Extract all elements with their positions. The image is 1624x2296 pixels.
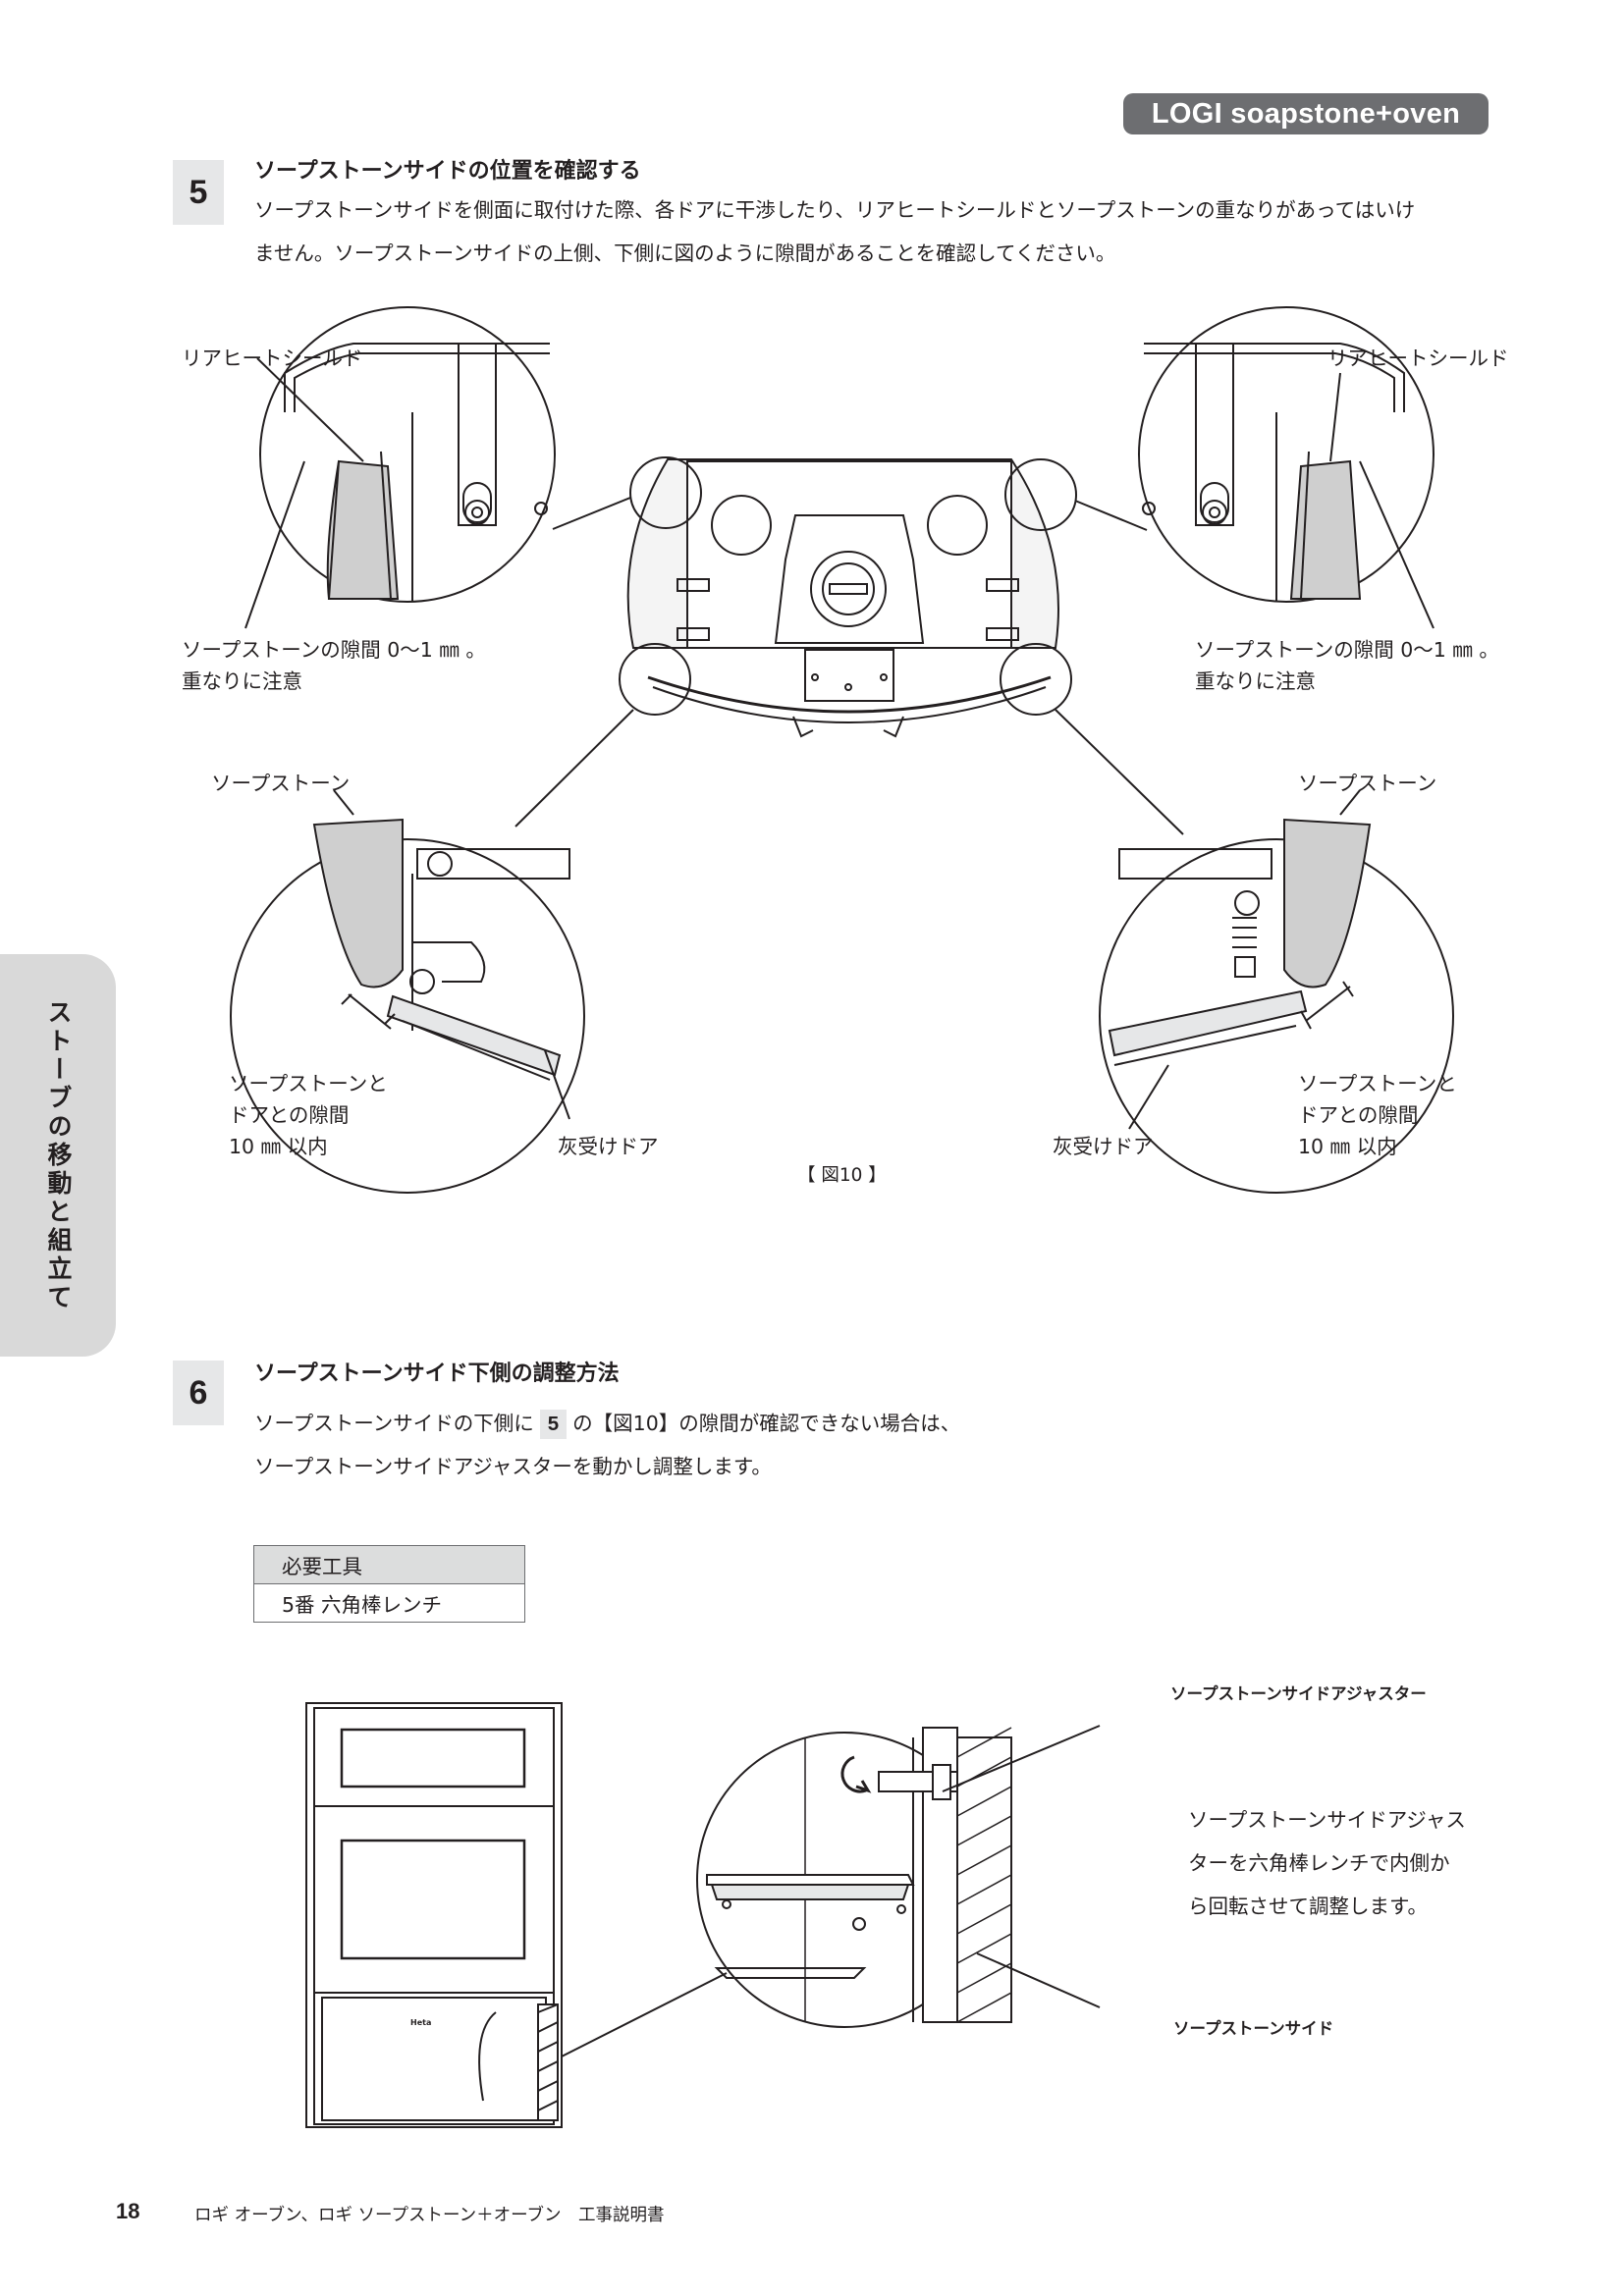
- step-6-line-1-before: ソープストーンサイドの下側に: [254, 1412, 534, 1435]
- label-door-gap-right-line-1: ソープストーンと: [1298, 1072, 1457, 1095]
- step-5-heading: ソープストーンサイドの位置を確認する: [254, 159, 641, 184]
- step-6-heading: ソープストーンサイド下側の調整方法: [254, 1362, 620, 1386]
- label-soapstone-right: ソープストーン: [1298, 772, 1437, 795]
- adjuster-description-line-3: ら回転させて調整します。: [1188, 1895, 1428, 1918]
- stove-front-view: [305, 1702, 728, 2128]
- stove-top-view: [626, 458, 1059, 738]
- label-rear-heat-shield-right: リアヒートシールド: [1327, 347, 1509, 370]
- adjuster-description: ソープストーンサイドアジャス ターを六角棒レンチで内側か ら回転させて調整します…: [1188, 1798, 1466, 1928]
- required-tools-table: 必要工具 5番 六角棒レンチ: [253, 1545, 525, 1623]
- label-gap-top-right-line-2: 重なりに注意: [1195, 669, 1316, 693]
- section-side-tab: ストーブの移動と組立て: [0, 954, 116, 1357]
- label-door-gap-left: ソープストーンと ドアとの隙間 10 ㎜ 以内: [229, 1068, 388, 1162]
- step-5-number: 5: [173, 160, 224, 225]
- label-door-gap-right-line-3: 10 ㎜ 以内: [1298, 1135, 1397, 1158]
- detail-top-right: [1138, 306, 1435, 629]
- figure-10-caption: 【 図10 】: [797, 1165, 887, 1186]
- detail-top-left: [244, 306, 556, 629]
- label-gap-top-right: ソープストーンの隙間 0〜1 ㎜ 。 重なりに注意: [1195, 634, 1499, 697]
- label-soapstone-side: ソープストーンサイド: [1173, 2019, 1334, 2038]
- stove-brand-label: Heta: [410, 2018, 431, 2027]
- label-door-gap-left-line-1: ソープストーンと: [229, 1072, 388, 1095]
- step-6-line-2: ソープストーンサイドアジャスターを動かし調整します。: [254, 1455, 772, 1478]
- step-6-line-1-after: の【図10】の隙間が確認できない場合は、: [572, 1412, 961, 1435]
- tools-table-item: 5番 六角棒レンチ: [253, 1583, 525, 1623]
- label-soapstone-left: ソープストーン: [211, 772, 351, 795]
- detail-bottom-right: [1099, 789, 1454, 1194]
- adjuster-description-line-2: ターを六角棒レンチで内側か: [1188, 1851, 1450, 1875]
- label-ash-door-right: 灰受けドア: [1053, 1135, 1154, 1158]
- step-5-line-2: ません。ソープストーンサイドの上側、下側に図のように隙間があることを確認してくだ…: [254, 241, 1116, 265]
- label-door-gap-left-line-3: 10 ㎜ 以内: [229, 1135, 328, 1158]
- adjuster-detail: [696, 1725, 1101, 2028]
- document-title: ロギ オーブン、ロギ ソープストーン＋オーブン 工事説明書: [194, 2206, 665, 2225]
- label-gap-top-left-line-2: 重なりに注意: [182, 669, 302, 693]
- detail-bottom-left: [230, 789, 585, 1194]
- label-door-gap-right-line-2: ドアとの隙間: [1298, 1103, 1419, 1127]
- label-gap-top-left: ソープストーンの隙間 0〜1 ㎜ 。 重なりに注意: [182, 634, 486, 697]
- tools-table-header: 必要工具: [253, 1545, 525, 1584]
- page-number: 18: [116, 2199, 140, 2223]
- step-6-number: 6: [173, 1361, 224, 1425]
- label-door-gap-right: ソープストーンと ドアとの隙間 10 ㎜ 以内: [1298, 1068, 1457, 1162]
- step-5-body: ソープストーンサイドを側面に取付けた際、各ドアに干渉したり、リアヒートシールドと…: [254, 188, 1531, 275]
- figure-10-drawing: [230, 306, 1454, 1194]
- label-ash-door-left: 灰受けドア: [558, 1135, 659, 1158]
- label-gap-top-left-line-1: ソープストーンの隙間 0〜1 ㎜ 。: [182, 638, 486, 662]
- step-5-line-1: ソープストーンサイドを側面に取付けた際、各ドアに干渉したり、リアヒートシールドと…: [254, 198, 1416, 222]
- label-rear-heat-shield-left: リアヒートシールド: [182, 347, 363, 370]
- label-soapstone-side-adjuster: ソープストーンサイドアジャスター: [1170, 1684, 1427, 1703]
- label-gap-top-right-line-1: ソープストーンの隙間 0〜1 ㎜ 。: [1195, 638, 1499, 662]
- step-5-reference[interactable]: 5: [539, 1410, 568, 1439]
- label-door-gap-left-line-2: ドアとの隙間: [229, 1103, 350, 1127]
- adjuster-description-line-1: ソープストーンサイドアジャス: [1188, 1808, 1466, 1832]
- product-badge: LOGI soapstone+oven: [1123, 93, 1489, 134]
- adjuster-figure-drawing: Heta: [305, 1702, 1101, 2128]
